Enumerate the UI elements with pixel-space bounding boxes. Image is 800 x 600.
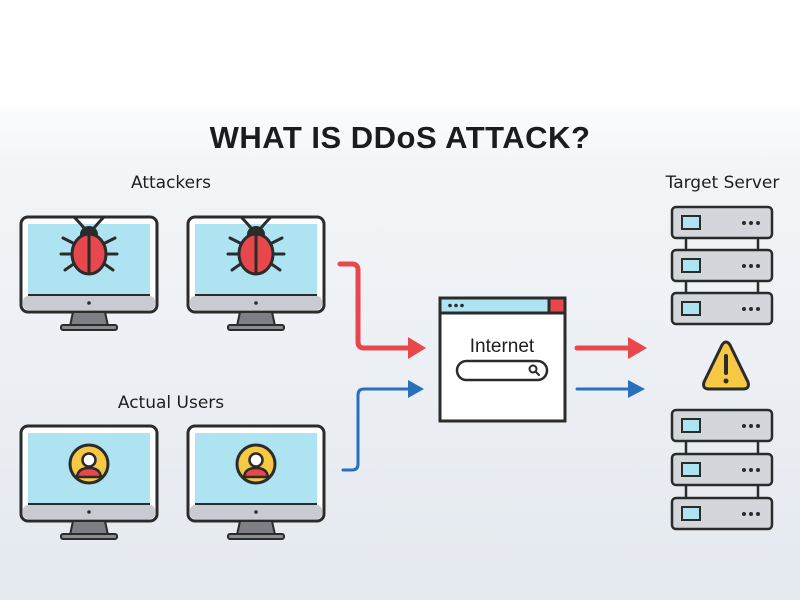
user-icon (68, 443, 110, 485)
server-stack-bottom (670, 408, 774, 531)
server-icon (670, 408, 774, 443)
server-stack-top (670, 205, 774, 326)
page-title: WHAT IS DDoS ATTACK? (209, 120, 591, 155)
actual-users-label: Actual Users (117, 393, 225, 413)
server-icon (670, 496, 774, 531)
attacker-monitor-1 (19, 215, 159, 332)
server-icon (670, 248, 774, 283)
target-server-label: Target Server (665, 173, 780, 193)
user-flow-arrow-out (575, 380, 645, 398)
user-monitor-2 (186, 424, 326, 541)
user-flow-arrow-in (341, 380, 424, 472)
user-monitor-1 (19, 424, 159, 541)
server-icon (670, 205, 774, 240)
search-bar (455, 359, 549, 382)
search-icon (528, 364, 540, 376)
user-icon (235, 443, 277, 485)
warning-icon (702, 340, 750, 391)
attackers-label: Attackers (131, 173, 211, 193)
server-icon (670, 291, 774, 326)
attack-flow-arrow-out (574, 337, 647, 359)
internet-window: Internet (438, 296, 567, 423)
internet-label: Internet (470, 336, 535, 357)
attack-flow-arrow-in (337, 261, 426, 359)
server-icon (670, 452, 774, 487)
attacker-monitor-2 (186, 215, 326, 332)
